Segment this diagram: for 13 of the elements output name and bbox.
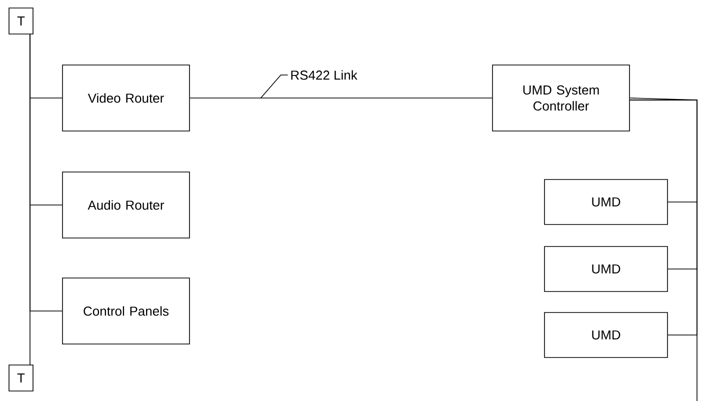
process-box: Audio Router — [62, 172, 190, 238]
terminator-box: T — [8, 364, 34, 392]
connector-line — [30, 34, 62, 312]
process-box: UMD — [544, 312, 668, 358]
connector-line — [630, 100, 698, 336]
terminator-box: T — [8, 8, 34, 34]
process-box: UMD — [544, 179, 668, 225]
connector-line — [630, 98, 698, 401]
edge-label: RS422 Link — [289, 69, 358, 81]
process-box: Control Panels — [62, 278, 190, 344]
process-box: UMD System Controller — [492, 64, 630, 132]
process-box: UMD — [544, 246, 668, 292]
process-box: Video Router — [62, 64, 190, 132]
